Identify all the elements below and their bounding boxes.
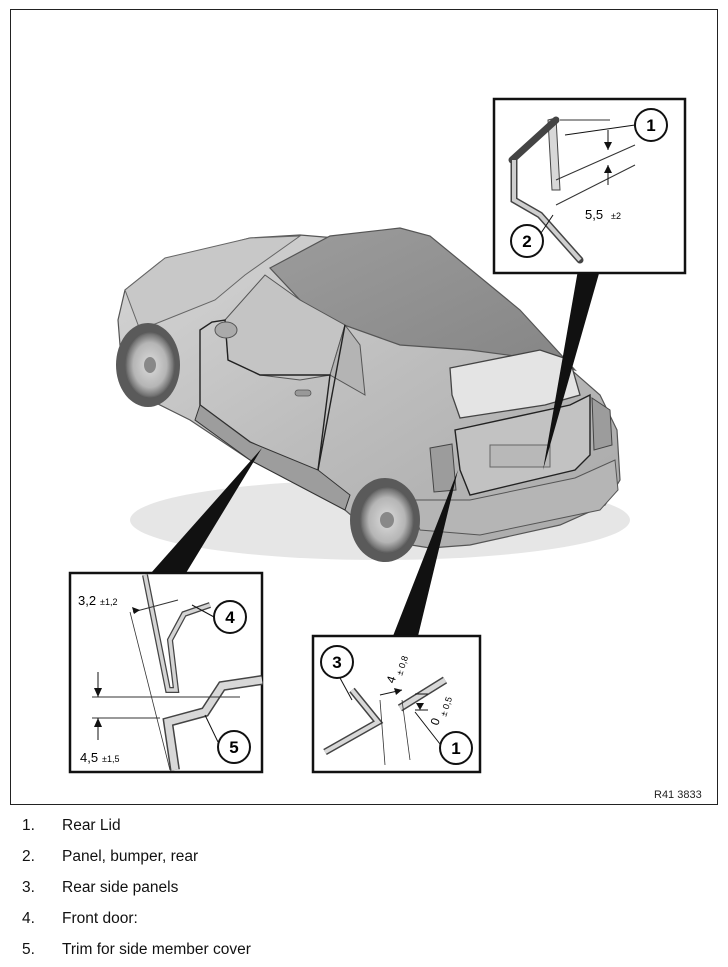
detail-rear-lid	[492, 97, 687, 275]
dim-tol-trim: ±1,5	[102, 754, 119, 764]
callout-3: 3	[332, 653, 341, 672]
leader-wedge-rear-side	[393, 470, 458, 636]
legend-number: 2.	[22, 848, 35, 865]
legend-number: 1.	[22, 817, 35, 834]
legend-item: 2. Panel, bumper, rear	[22, 846, 198, 868]
callout-4: 4	[225, 608, 235, 627]
dim-gap-rear-side: 4	[384, 674, 399, 685]
dim-gap-trim: 4,5	[80, 750, 98, 765]
callout-2: 2	[522, 232, 531, 251]
callout-5: 5	[229, 738, 238, 757]
legend-item: 4. Front door:	[22, 908, 138, 930]
legend-label: Panel, bumper, rear	[62, 848, 199, 865]
dim-tol-rear-lid: ±2	[611, 211, 621, 221]
dim-gap-front-door: 3,2	[78, 593, 96, 608]
car-illustration	[116, 227, 630, 562]
legend-number: 5.	[22, 941, 35, 958]
legend-number: 4.	[22, 910, 35, 927]
legend-label: Trim for side member cover	[62, 941, 251, 958]
detail-rear-side	[311, 634, 482, 774]
leader-wedge-rear-lid	[543, 270, 600, 470]
dim-flush-rear-side: 0	[428, 716, 443, 727]
legend-item: 5. Trim for side member cover	[22, 939, 251, 961]
legend-label: Rear Lid	[62, 817, 121, 834]
detail-front-door	[68, 571, 264, 774]
dim-gap-rear-lid: 5,5	[585, 207, 603, 222]
legend-item: 3. Rear side panels	[22, 877, 178, 899]
dim-tol-front-door: ±1,2	[100, 597, 117, 607]
figure-reference: R41 3833	[654, 789, 702, 801]
legend-item: 1. Rear Lid	[22, 815, 121, 837]
callout-1-top: 1	[646, 116, 655, 135]
legend-label: Front door:	[62, 910, 138, 927]
legend-label: Rear side panels	[62, 879, 179, 896]
legend-number: 3.	[22, 879, 35, 896]
callout-1-bottom: 1	[451, 739, 460, 758]
leader-wedge-front-door	[151, 448, 262, 573]
